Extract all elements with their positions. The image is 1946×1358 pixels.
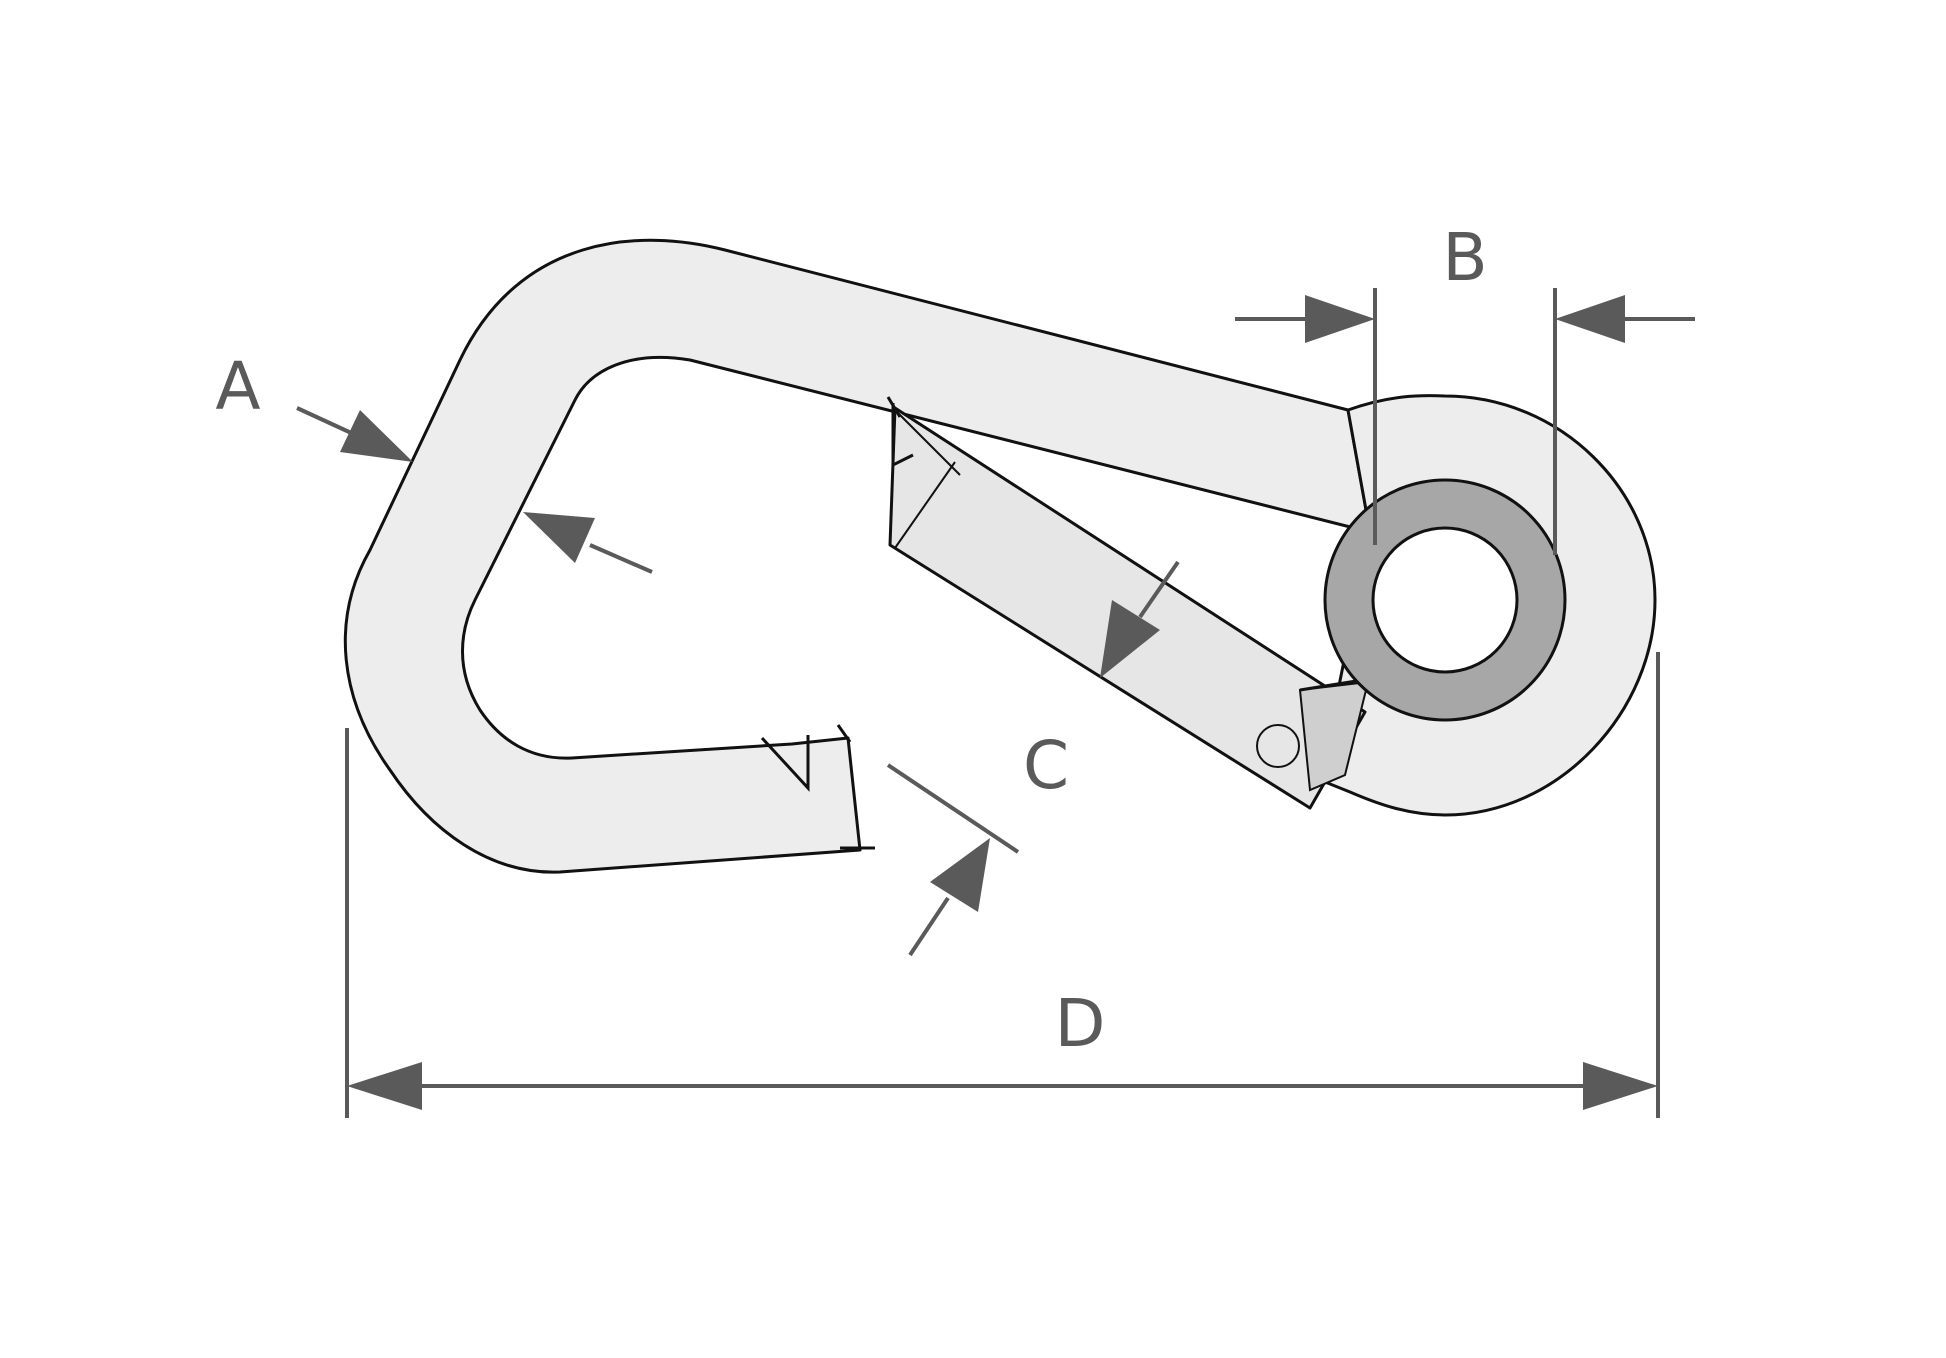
gate-hinge-wedge (1298, 680, 1370, 792)
label-c: C (1023, 727, 1069, 804)
label-d: D (1055, 985, 1106, 1062)
gate-rivet (1256, 724, 1300, 768)
dimension-a: A (215, 348, 653, 574)
dimension-d: D (345, 652, 1660, 1118)
break-markers (760, 396, 914, 850)
dimension-b: B (1235, 219, 1695, 555)
label-b: B (1442, 219, 1487, 296)
hook-outer-outline (343, 238, 1372, 874)
gate-bar (888, 406, 1367, 810)
dimension-c: C (886, 560, 1180, 957)
gate (888, 406, 1376, 810)
label-a: A (215, 348, 260, 425)
eye-hole (1371, 526, 1519, 674)
